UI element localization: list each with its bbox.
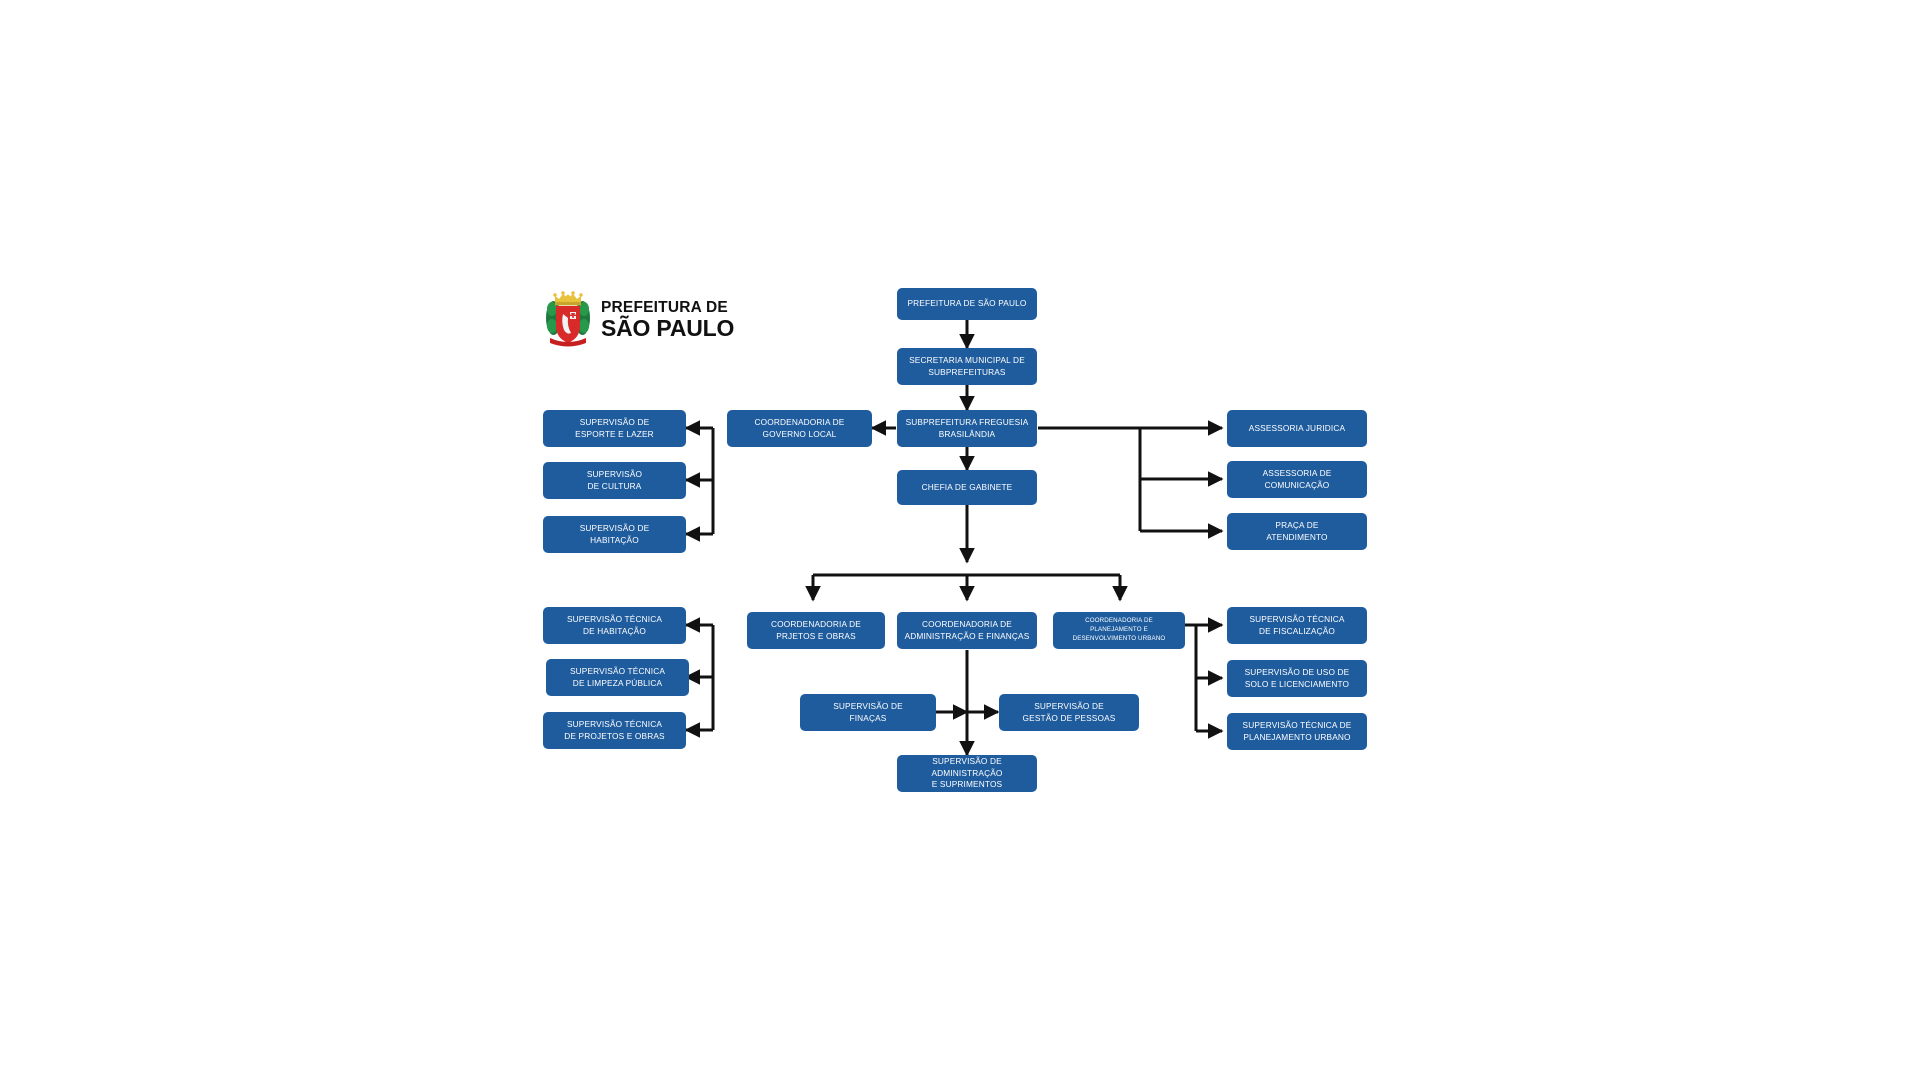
node-coordenadoria-governo-local[interactable]: COORDENADORIA DE GOVERNO LOCAL: [727, 410, 872, 447]
node-coordenadoria-planejamento-urbano[interactable]: COORDENADORIA DE PLANEJAMENTO E DESENVOL…: [1053, 612, 1185, 649]
node-supervisao-habitacao[interactable]: SUPERVISÃO DE HABITAÇÃO: [543, 516, 686, 553]
node-coordenadoria-projetos-obras[interactable]: COORDENADORIA DE PRJETOS E OBRAS: [747, 612, 885, 649]
node-supervisao-financas[interactable]: SUPERVISÃO DE FINAÇAS: [800, 694, 936, 731]
node-supervisao-gestao-pessoas[interactable]: SUPERVISÃO DE GESTÃO DE PESSOAS: [999, 694, 1139, 731]
node-subprefeitura[interactable]: SUBPREFEITURA FREGUESIA BRASILÂNDIA: [897, 410, 1037, 447]
node-supervisao-cultura[interactable]: SUPERVISÃO DE CULTURA: [543, 462, 686, 499]
node-secretaria[interactable]: SECRETARIA MUNICIPAL DE SUBPREFEITURAS: [897, 348, 1037, 385]
node-supervisao-tecnica-habitacao[interactable]: SUPERVISÃO TÉCNICA DE HABITAÇÃO: [543, 607, 686, 644]
sao-paulo-coat-of-arms-icon: [546, 291, 590, 347]
node-praca-atendimento[interactable]: PRAÇA DE ATENDIMENTO: [1227, 513, 1367, 550]
node-coordenadoria-administracao-financas[interactable]: COORDENADORIA DE ADMINISTRAÇÃO E FINANÇA…: [897, 612, 1037, 649]
node-prefeitura[interactable]: PREFEITURA DE SÃO PAULO: [897, 288, 1037, 320]
logo-line-2: SÃO PAULO: [601, 315, 735, 342]
node-supervisao-tecnica-planejamento-urbano[interactable]: SUPERVISÃO TÉCNICA DE PLANEJAMENTO URBAN…: [1227, 713, 1367, 750]
node-supervisao-tecnica-limpeza-publica[interactable]: SUPERVISÃO TÉCNICA DE LIMPEZA PÚBLICA: [546, 659, 689, 696]
node-assessoria-comunicacao[interactable]: ASSESSORIA DE COMUNICAÇÃO: [1227, 461, 1367, 498]
node-chefia-gabinete[interactable]: CHEFIA DE GABINETE: [897, 470, 1037, 505]
node-supervisao-uso-solo-licenciamento[interactable]: SUPERVISÃO DE USO DE SOLO E LICENCIAMENT…: [1227, 660, 1367, 697]
node-supervisao-tecnica-projetos-obras[interactable]: SUPERVISÃO TÉCNICA DE PROJETOS E OBRAS: [543, 712, 686, 749]
node-supervisao-administracao-suprimentos[interactable]: SUPERVISÃO DE ADMINISTRAÇÃO E SUPRIMENTO…: [897, 755, 1037, 792]
node-supervisao-tecnica-fiscalizacao[interactable]: SUPERVISÃO TÉCNICA DE FISCALIZAÇÃO: [1227, 607, 1367, 644]
prefeitura-logo: PREFEITURA DE SÃO PAULO: [545, 288, 734, 352]
node-supervisao-esporte-lazer[interactable]: SUPERVISÃO DE ESPORTE E LAZER: [543, 410, 686, 447]
logo-line-1: PREFEITURA DE: [601, 298, 728, 316]
node-assessoria-juridica[interactable]: ASSESSORIA JURIDICA: [1227, 410, 1367, 447]
